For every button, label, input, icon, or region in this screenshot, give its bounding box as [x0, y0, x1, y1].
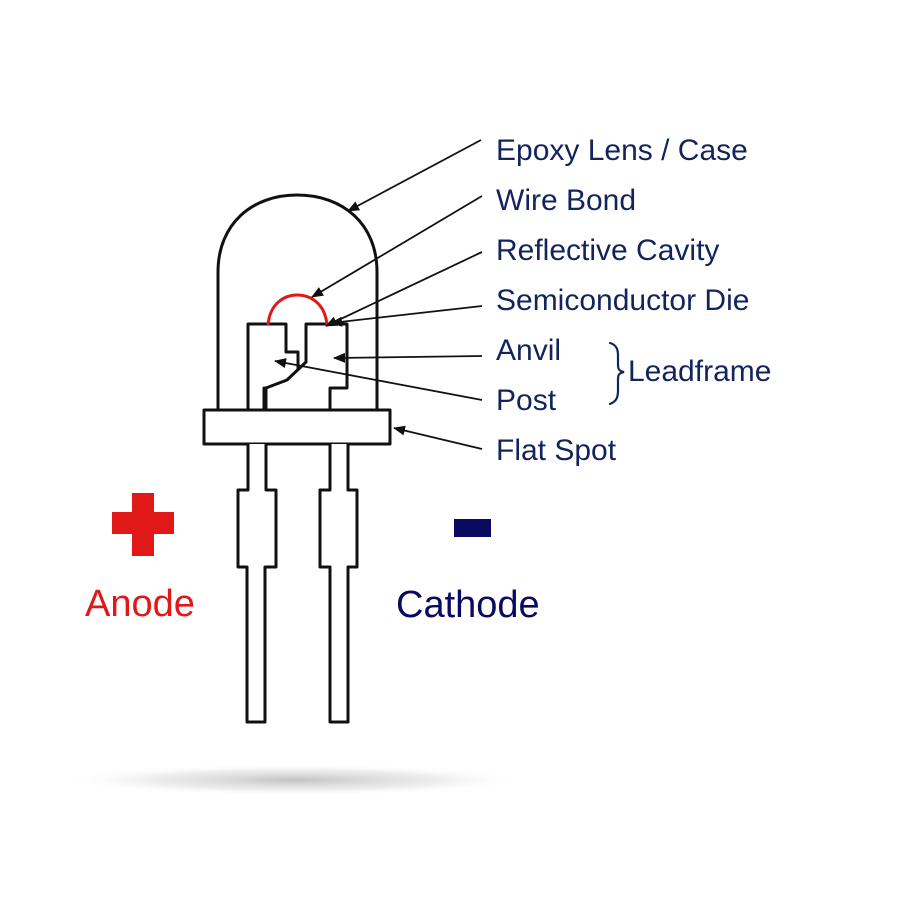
leader-epoxy-lens	[347, 139, 482, 212]
label-epoxy-lens: Epoxy Lens / Case	[496, 134, 748, 167]
label-post: Post	[496, 384, 557, 417]
label-semiconductor-die: Semiconductor Die	[496, 284, 749, 317]
leader-flat-spot	[393, 425, 483, 450]
leader-lines	[274, 139, 483, 450]
label-anvil: Anvil	[496, 334, 561, 367]
ground-shadow	[60, 764, 530, 796]
anode-lead	[236, 444, 278, 724]
label-wire-bond: Wire Bond	[496, 184, 636, 217]
leader-reflective-cavity	[325, 251, 483, 327]
label-flat-spot: Flat Spot	[496, 434, 617, 467]
leader-wire-bond	[311, 195, 483, 298]
flange-flat-spot	[202, 408, 392, 446]
label-leadframe: Leadframe	[628, 355, 771, 388]
leader-semiconductor-die	[330, 305, 483, 327]
plus-sign-icon	[112, 493, 174, 556]
label-reflective-cavity: Reflective Cavity	[496, 234, 719, 267]
cathode-lead	[318, 444, 359, 724]
part-labels: Epoxy Lens / Case Wire Bond Reflective C…	[496, 134, 771, 467]
anode-label: Anode	[85, 583, 195, 625]
led-body	[202, 193, 392, 724]
cathode-label: Cathode	[396, 584, 540, 626]
leader-post	[274, 358, 483, 401]
wire-bond-arc	[266, 293, 329, 326]
leader-anvil	[333, 352, 483, 363]
minus-sign-icon	[454, 519, 491, 537]
leadframe-brace	[608, 341, 625, 406]
